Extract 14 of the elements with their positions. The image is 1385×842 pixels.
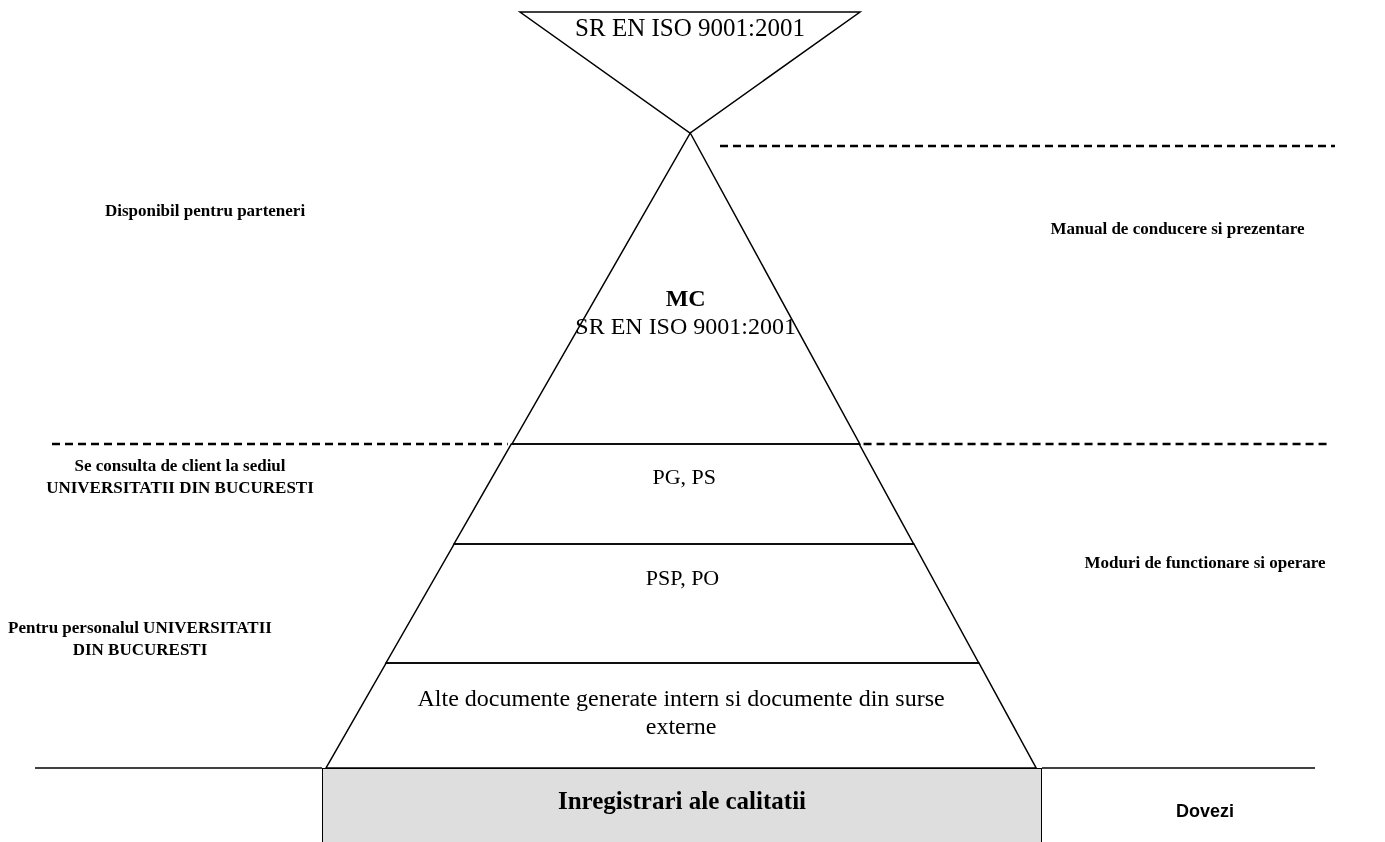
band-label: Alte documente generate intern si documente din surse externe [416, 685, 946, 741]
side-note: Dovezi [1175, 800, 1235, 823]
side-note: Manual de conducere si prezentare [1049, 218, 1306, 240]
side-note: Pentru personalul UNIVERSITATII DIN BUCURESTI [7, 617, 273, 662]
side-note: Disponibil pentru parteneri [103, 200, 307, 222]
band-label: SR EN ISO 9001:2001 [574, 313, 797, 341]
records-label: Inregistrari ale calitatii [556, 787, 808, 816]
standard-label: SR EN ISO 9001:2001 [574, 14, 806, 43]
records-box [322, 768, 1042, 842]
side-note: Moduri de functionare si operare [1083, 552, 1327, 574]
side-note: Se consulta de client la sediul UNIVERSITATII DIN BUCURESTI [45, 455, 315, 500]
band-label: PSP, PO [644, 565, 721, 591]
band-label: PG, PS [651, 464, 717, 490]
band-heading: MC [664, 285, 707, 313]
